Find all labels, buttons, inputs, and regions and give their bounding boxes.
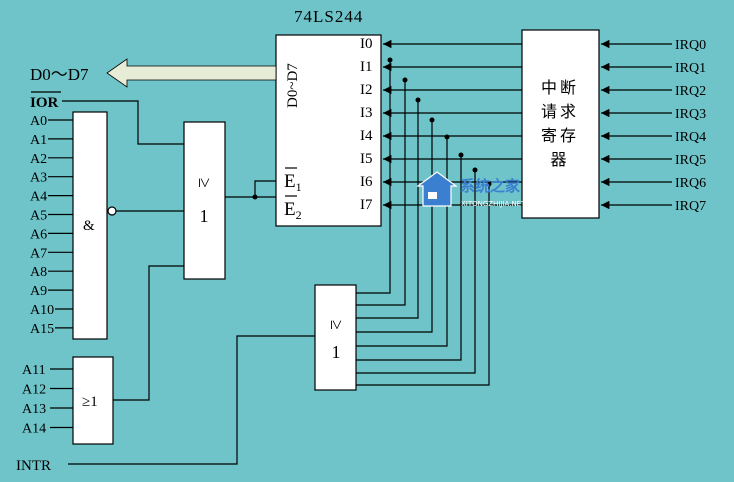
interrupt-request-register: [521, 29, 600, 219]
chip-input-label: I6: [360, 174, 373, 190]
interrupt-tap-wire: [356, 155, 462, 361]
address-label: A1: [30, 133, 47, 148]
or-address-output-wire: [113, 265, 184, 401]
enable2-label: E2: [284, 199, 302, 222]
chip-input-label: I1: [360, 59, 373, 75]
address-label: A9: [30, 284, 47, 299]
watermark-name: 系统之家: [460, 177, 520, 195]
address-label: A13: [22, 402, 46, 417]
chip-input-label: I7: [360, 197, 373, 213]
data-bus-arrow: [106, 58, 277, 88]
address-label: A5: [30, 209, 47, 224]
intr-wire: [68, 335, 315, 465]
irq-label: IRQ0: [675, 38, 706, 53]
watermark-logo: 系统之家 XITONGZHIJIA.NET: [416, 171, 526, 208]
enable1-label: E1: [284, 171, 302, 194]
address-label: A10: [30, 303, 54, 318]
register-label-line: 中断: [541, 79, 579, 97]
and-gate-inverter-bubble: [107, 206, 117, 216]
interrupt-tap-wire: [356, 80, 406, 306]
irq-label: IRQ2: [675, 84, 706, 99]
address-label: A8: [30, 265, 47, 280]
register-label-line: 器: [550, 151, 569, 169]
chip-input-label: I4: [360, 128, 373, 144]
irq-label: IRQ6: [675, 176, 706, 191]
address-label: A11: [22, 363, 46, 378]
chip-input-label: I5: [360, 151, 373, 167]
or-gate-enable-symbol-top: ≥: [195, 178, 215, 188]
interrupt-tap-wire: [356, 100, 419, 319]
chip-input-label: I0: [360, 36, 373, 52]
or-gate-enable-symbol-bottom: 1: [200, 206, 209, 226]
address-label: A4: [30, 190, 47, 205]
address-label: A7: [30, 246, 47, 261]
chip-data-pins-label: D0~D7: [285, 63, 301, 108]
enable-junction: [252, 194, 258, 200]
or-gate-intr: [314, 284, 357, 391]
or-gate-intr-symbol-bottom: 1: [332, 342, 341, 362]
address-label: A15: [30, 322, 54, 337]
intr-label: INTR: [16, 458, 51, 474]
chip-input-label: I2: [360, 82, 373, 98]
and-gate: [72, 111, 108, 340]
irq-label: IRQ5: [675, 153, 706, 168]
register-label-line: 寄存: [541, 127, 579, 145]
ior-wire: [62, 100, 184, 145]
or-gate-address-symbol: ≥1: [82, 394, 98, 410]
address-label: A3: [30, 171, 47, 186]
or-gate-address: [72, 356, 114, 445]
watermark-url: XITONGZHIJIA.NET: [461, 200, 526, 208]
data-bus-label: D0～D7: [30, 65, 89, 84]
address-label: A6: [30, 227, 47, 242]
or-gate-enable: [183, 121, 226, 280]
irq-label: IRQ1: [675, 61, 706, 76]
register-label-line: 请求: [541, 103, 579, 121]
or-gate-intr-symbol-top: ≥: [327, 320, 347, 330]
address-label: A2: [30, 152, 47, 167]
interrupt-tap-wire: [356, 137, 448, 347]
irq-label: IRQ7: [675, 199, 706, 214]
interrupt-tap-wire: [356, 184, 490, 386]
interrupt-tap-wire: [356, 60, 391, 294]
enable1-wire: [254, 180, 276, 197]
irq-label: IRQ3: [675, 107, 706, 122]
chip-input-label: I3: [360, 105, 373, 121]
ior-label: IOR: [30, 95, 59, 111]
irq-label: IRQ4: [675, 130, 706, 145]
and-gate-symbol: &: [83, 218, 95, 234]
address-label: A14: [22, 422, 46, 437]
chip-title: 74LS244: [294, 7, 363, 26]
address-label: A0: [30, 114, 47, 129]
chip-74ls244: [275, 34, 382, 227]
house-icon: [416, 171, 458, 207]
interrupt-tap-wire: [356, 170, 476, 374]
address-label: A12: [22, 383, 46, 398]
